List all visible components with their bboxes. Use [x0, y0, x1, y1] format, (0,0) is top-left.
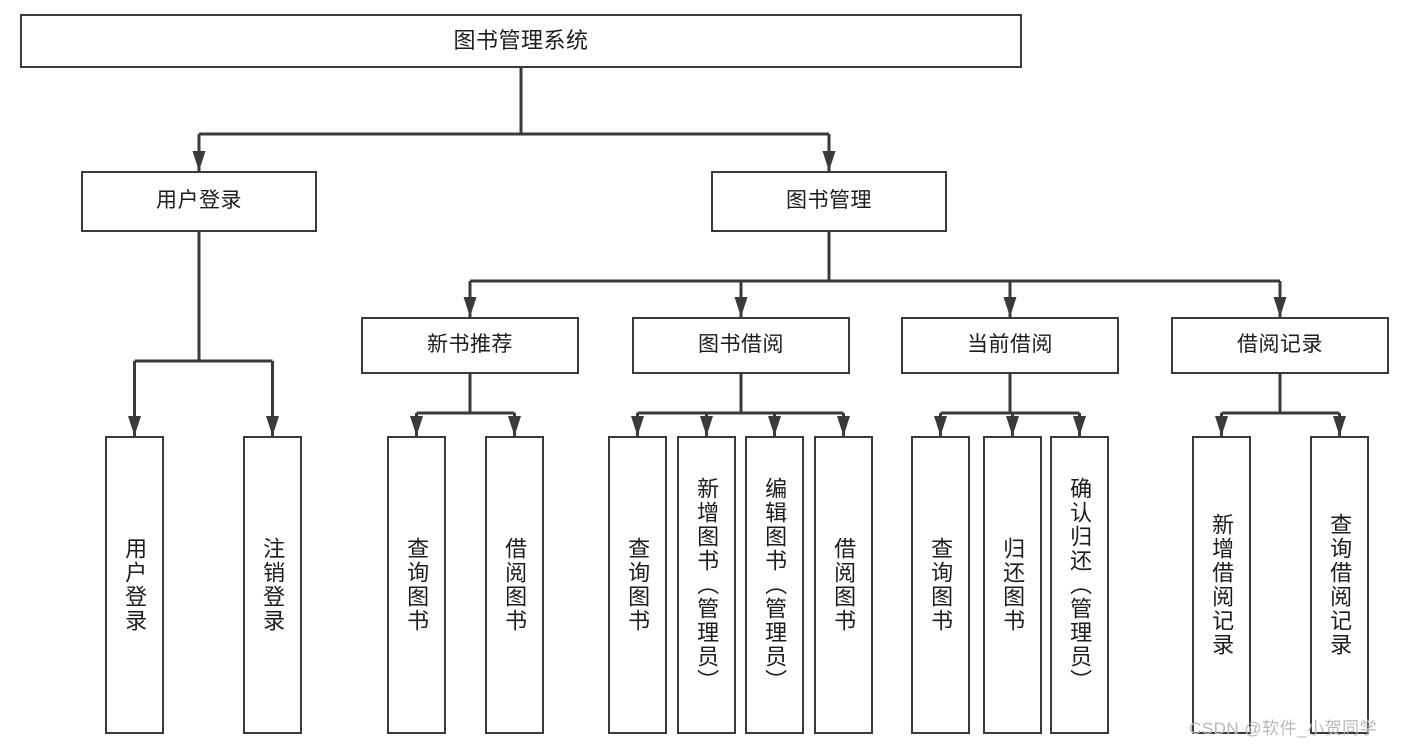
node-leaf-query-book-3[interactable]: 查询图书 [911, 436, 970, 734]
connector-arrowhead-0-0 [192, 151, 206, 171]
node-label-book-borrow: 图书借阅 [698, 333, 784, 357]
node-label-leaf-query-book-1: 查询图书 [404, 537, 430, 633]
connector-arrowhead-2-3 [1273, 297, 1287, 317]
node-leaf-borrow-book-2[interactable]: 借阅图书 [814, 436, 873, 734]
node-user-login[interactable]: 用户登录 [81, 171, 317, 232]
node-label-leaf-borrow-book-2: 借阅图书 [831, 537, 857, 633]
connector-arrowhead-5-2 [1073, 416, 1086, 436]
node-label-root: 图书管理系统 [453, 28, 589, 54]
node-label-leaf-query-record: 查询借阅记录 [1327, 513, 1353, 657]
node-label-borrow-record: 借阅记录 [1237, 333, 1323, 357]
node-label-leaf-user-logout: 注销登录 [260, 537, 286, 633]
node-new-book-recommend[interactable]: 新书推荐 [361, 317, 579, 374]
node-label-current-borrow: 当前借阅 [967, 333, 1053, 357]
connector-arrowhead-0-1 [822, 151, 836, 171]
node-label-leaf-borrow-book-1: 借阅图书 [502, 537, 528, 633]
node-leaf-add-record[interactable]: 新增借阅记录 [1192, 436, 1251, 734]
node-label-leaf-user-login: 用户登录 [122, 537, 148, 633]
node-leaf-confirm-return[interactable]: 确认归还（管理员） [1050, 436, 1109, 734]
node-label-new-book-recommend: 新书推荐 [427, 333, 513, 357]
node-leaf-query-book-1[interactable]: 查询图书 [387, 436, 446, 734]
connector-arrowhead-4-3 [837, 416, 850, 436]
node-root[interactable]: 图书管理系统 [20, 14, 1022, 68]
connector-arrowhead-2-1 [734, 297, 748, 317]
node-leaf-query-book-2[interactable]: 查询图书 [608, 436, 667, 734]
connector-arrowhead-4-2 [768, 416, 781, 436]
node-leaf-user-login[interactable]: 用户登录 [105, 436, 164, 734]
connector-arrowhead-4-0 [631, 416, 644, 436]
connector-arrowhead-1-0 [128, 416, 141, 436]
node-label-leaf-edit-book: 编辑图书（管理员） [762, 477, 788, 693]
node-label-leaf-query-book-2: 查询图书 [625, 537, 651, 633]
node-book-borrow[interactable]: 图书借阅 [632, 317, 850, 374]
node-book-manage[interactable]: 图书管理 [711, 171, 947, 232]
node-label-leaf-add-record: 新增借阅记录 [1209, 513, 1235, 657]
connector-arrowhead-6-1 [1333, 416, 1346, 436]
node-label-book-manage: 图书管理 [786, 189, 872, 213]
connector-arrowhead-6-0 [1215, 416, 1228, 436]
node-label-leaf-add-book: 新增图书（管理员） [694, 477, 720, 693]
node-leaf-user-logout[interactable]: 注销登录 [243, 436, 302, 734]
connector-arrowhead-4-1 [700, 416, 713, 436]
node-leaf-add-book[interactable]: 新增图书（管理员） [677, 436, 736, 734]
node-leaf-return-book[interactable]: 归还图书 [983, 436, 1042, 734]
node-label-user-login: 用户登录 [156, 189, 242, 213]
node-leaf-query-record[interactable]: 查询借阅记录 [1310, 436, 1369, 734]
node-leaf-borrow-book-1[interactable]: 借阅图书 [485, 436, 544, 734]
node-leaf-edit-book[interactable]: 编辑图书（管理员） [745, 436, 804, 734]
connector-arrowhead-3-1 [508, 416, 521, 436]
node-label-leaf-return-book: 归还图书 [1000, 537, 1026, 633]
connector-arrowhead-5-0 [934, 416, 947, 436]
connector-arrowhead-2-2 [1003, 297, 1017, 317]
node-borrow-record[interactable]: 借阅记录 [1171, 317, 1389, 374]
node-label-leaf-confirm-return: 确认归还（管理员） [1067, 477, 1093, 693]
node-label-leaf-query-book-3: 查询图书 [928, 537, 954, 633]
connector-arrowhead-2-0 [463, 297, 477, 317]
connector-arrowhead-1-1 [266, 416, 279, 436]
node-current-borrow[interactable]: 当前借阅 [901, 317, 1119, 374]
connector-arrowhead-3-0 [410, 416, 423, 436]
connector-arrowhead-5-1 [1006, 416, 1019, 436]
